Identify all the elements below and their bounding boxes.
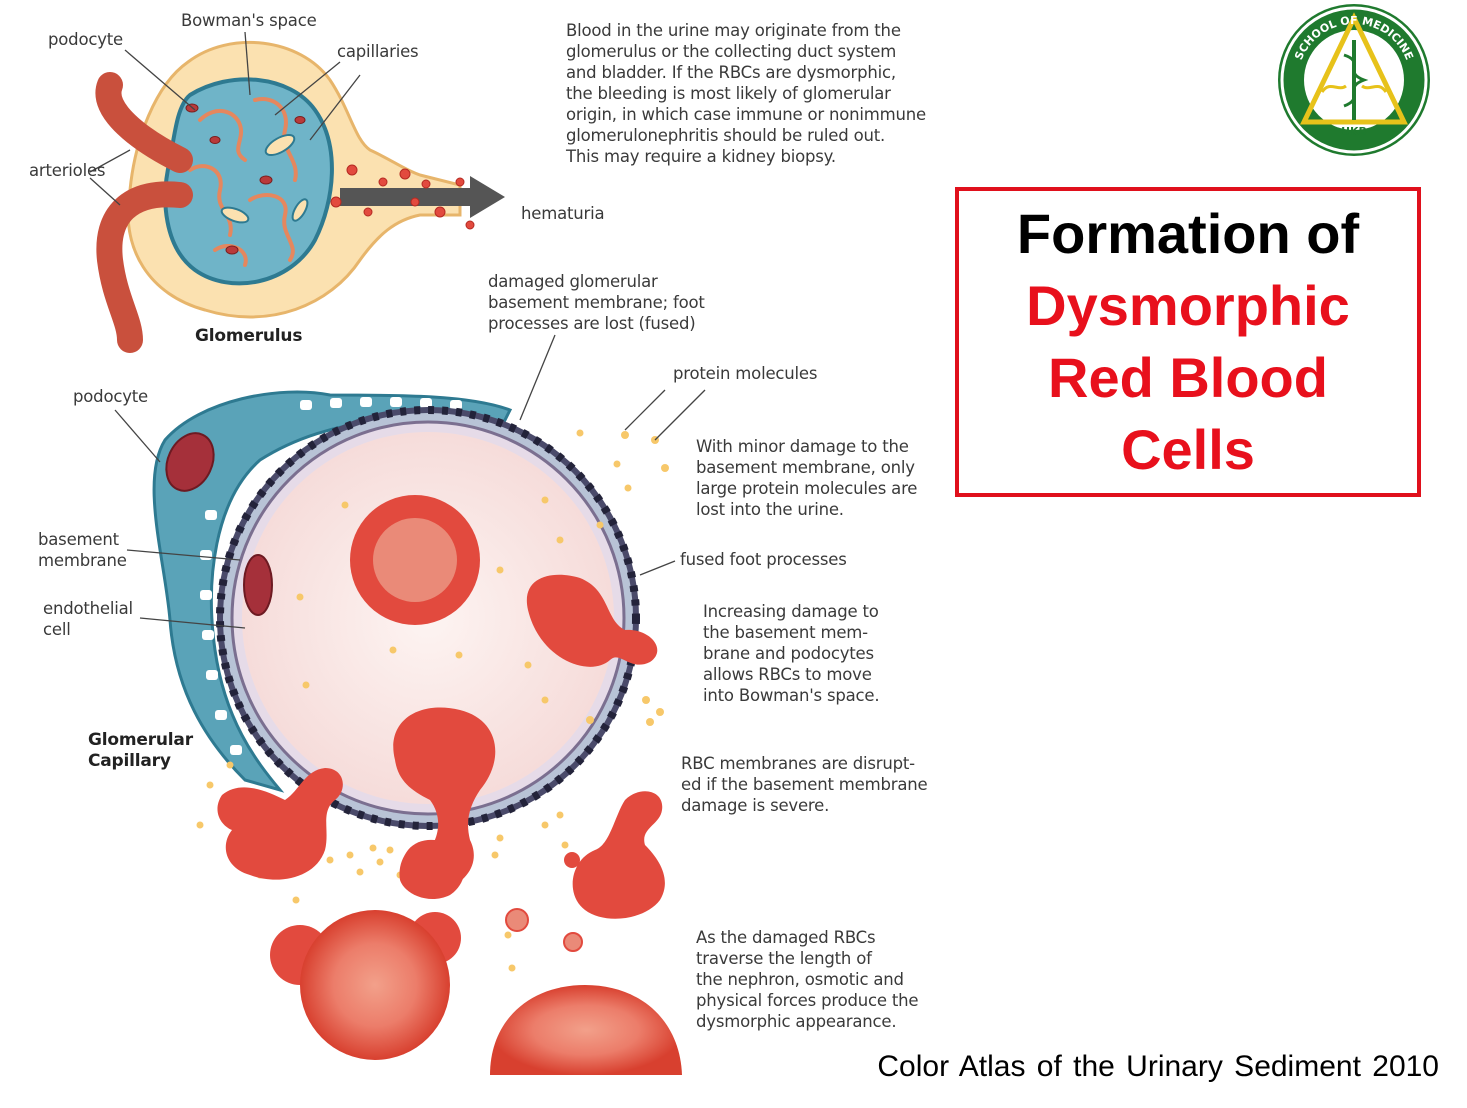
- membrane-dashes: [216, 406, 640, 830]
- source-citation: Color Atlas of the Urinary Sediment 2010: [877, 1050, 1439, 1083]
- podocyte-body: [152, 390, 513, 793]
- hematuria-arrow: [330, 164, 505, 230]
- logo-text-bottom: UKB: [1341, 125, 1367, 138]
- label-bowmans-space: Bowman's space: [181, 11, 317, 30]
- label-podocyte-bottom: podocyte: [73, 387, 148, 406]
- glomerular-capillary-illustration: [114, 334, 706, 1075]
- dysmorphic-rbc-left: [217, 768, 343, 880]
- rbc-fragment-3: [564, 852, 580, 868]
- rbc-squeezing-bottom: [393, 707, 496, 891]
- paragraph-minor-damage: With minor damage to the basement membra…: [696, 437, 918, 519]
- glomerulus-illustration: [89, 31, 505, 353]
- label-glomerular-capillary: Glomerular Capillary: [88, 730, 193, 771]
- intact-rbc-center: [373, 518, 457, 602]
- title-box: Formation of Dysmorphic Red Blood Cells: [955, 187, 1421, 497]
- label-podocyte-top: podocyte: [48, 30, 123, 49]
- rbc-fragment-1: [505, 908, 529, 932]
- paragraph-increasing-damage: Increasing damage to the basement mem- b…: [703, 602, 880, 705]
- title-line-4: Cells: [1121, 418, 1255, 481]
- label-endothelial-cell: endothelial cell: [43, 599, 133, 639]
- dysmorphic-rbc-right: [572, 791, 665, 919]
- paragraph-intro: Blood in the urine may originate from th…: [566, 21, 927, 166]
- label-basement-membrane: basement membrane: [38, 530, 127, 570]
- rbc-fragment-2: [563, 932, 583, 952]
- capillary-lumens: [220, 133, 309, 224]
- label-damaged-gbm: damaged glomerular basement membrane; fo…: [488, 272, 705, 333]
- label-hematuria: hematuria: [521, 204, 605, 223]
- paragraph-traverse: As the damaged RBCs traverse the length …: [696, 928, 919, 1031]
- title-line-3: Red Blood: [1048, 346, 1328, 409]
- label-fused-foot: fused foot processes: [680, 550, 847, 569]
- foot-processes: [200, 397, 462, 755]
- afferent-arteriole: [95, 72, 193, 173]
- endothelial-nucleus: [243, 554, 273, 616]
- podocyte-nucleus: [165, 432, 215, 492]
- title-line-2: Dysmorphic: [1026, 274, 1350, 337]
- title-line-1: Formation of: [1016, 202, 1360, 265]
- dysmorphic-rbc-center: [399, 839, 465, 900]
- label-protein-molecules: protein molecules: [673, 364, 818, 383]
- top-leader-lines: [89, 31, 361, 206]
- label-arterioles: arterioles: [29, 161, 106, 180]
- protein-dots: [196, 429, 669, 972]
- school-of-medicine-logo: SCHOOL OF MEDICINE UKB: [1278, 4, 1430, 156]
- large-crenated-rbc: [270, 910, 461, 1060]
- large-rbc-bottom: [490, 985, 682, 1075]
- bottom-leader-lines: [114, 334, 706, 629]
- rbc-squeezing-right: [526, 574, 658, 667]
- paragraph-membranes-disrupted: RBC membranes are disrupt- ed if the bas…: [681, 754, 928, 815]
- label-glomerulus: Glomerulus: [195, 326, 303, 346]
- label-capillaries: capillaries: [337, 42, 419, 61]
- capillary-loops: [188, 97, 298, 267]
- efferent-arteriole: [96, 181, 193, 353]
